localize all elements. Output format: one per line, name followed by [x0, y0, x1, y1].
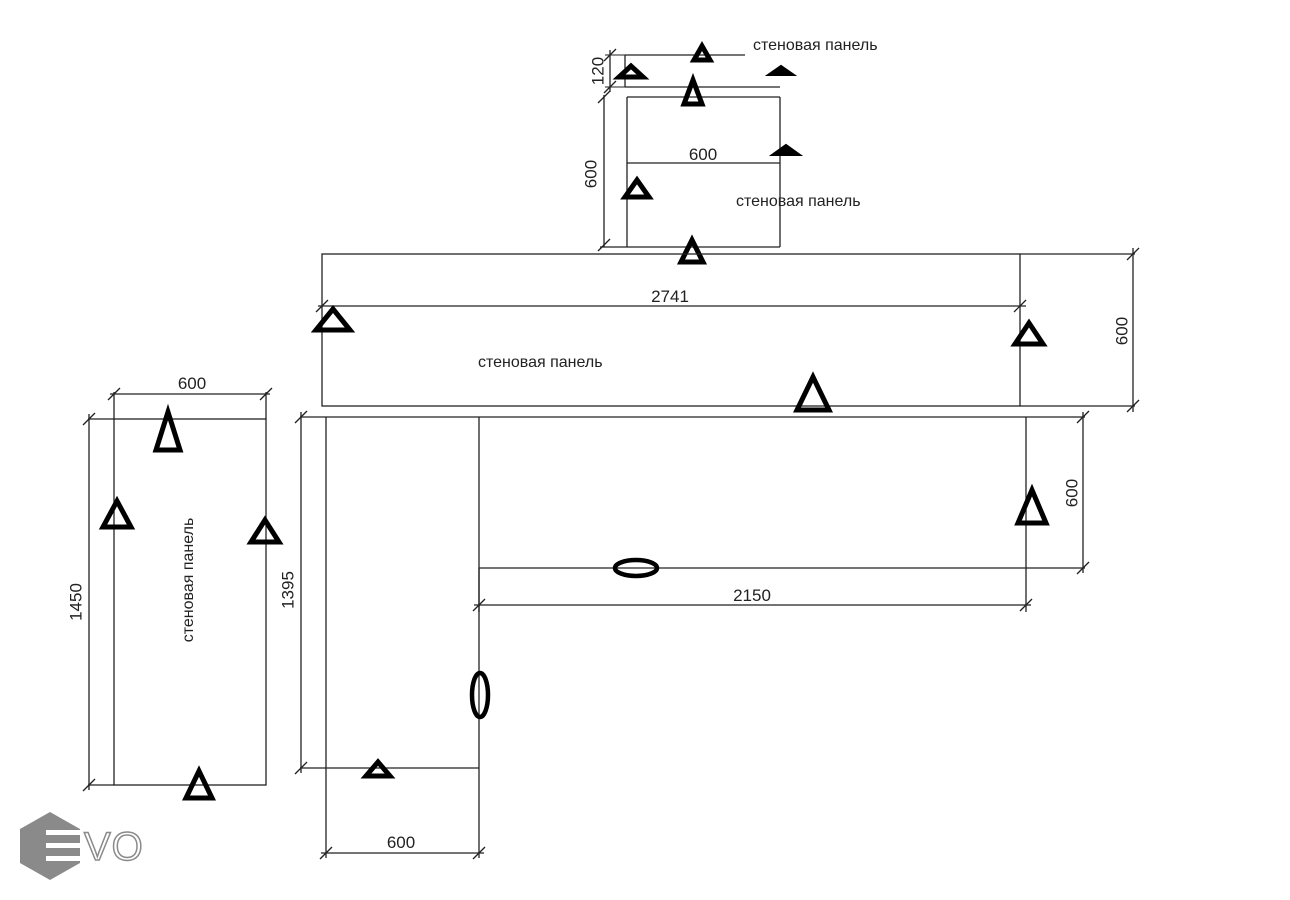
dim-tick [603, 48, 617, 62]
triangle-marker [182, 765, 216, 801]
triangle-marker [1010, 318, 1048, 347]
dim-tick [597, 90, 611, 104]
dim-1395: 1395 [278, 571, 297, 609]
dim-600-left-top: 600 [178, 374, 206, 393]
triangle-marker [98, 495, 136, 530]
logo-text: VO [84, 825, 144, 869]
dim-2150: 2150 [733, 586, 771, 605]
dim-tick [294, 410, 308, 424]
dim-tick [294, 761, 308, 775]
outlet-oval-marker [469, 670, 491, 720]
dim-tick [1076, 410, 1090, 424]
main-panel-outline [321, 253, 1021, 407]
main-wall-panel: 2741 600 стеновая панель [310, 247, 1140, 413]
dim-tick [597, 238, 611, 252]
triangle-marker [1014, 483, 1050, 526]
l-shaped-counter: 1395 600 2150 600 [278, 410, 1090, 860]
dim-2741: 2741 [651, 287, 689, 306]
logo-e-bar [46, 830, 82, 835]
dim-600-l-bottom: 600 [387, 833, 415, 852]
triangle-marker-solid [764, 64, 798, 76]
dim-tick [1019, 598, 1033, 612]
upper-wall-panel: 600 600 стеновая панель [581, 72, 861, 265]
triangle-marker [152, 403, 184, 453]
triangle-marker [612, 62, 650, 80]
triangle-marker [360, 758, 396, 779]
dim-tick [319, 846, 333, 860]
outlet-oval-marker [612, 557, 660, 579]
dim-tick [82, 412, 96, 426]
dim-600-main-right: 600 [1112, 317, 1131, 345]
dim-tick [603, 80, 617, 94]
triangle-marker-solid [768, 143, 804, 156]
logo-e-bar [46, 843, 82, 848]
wall-panel-label-left: стеновая панель [180, 518, 197, 643]
dim-tick [472, 598, 486, 612]
dim-tick [259, 387, 273, 401]
triangle-marker [620, 175, 654, 200]
dim-600-vertical-upper: 600 [581, 160, 600, 188]
dim-600-l-right: 600 [1062, 479, 1081, 507]
wall-panel-label-upper: стеновая панель [736, 193, 861, 210]
dim-tick [1076, 561, 1090, 575]
dim-tick [1126, 399, 1140, 413]
top-wall-panel: 120 стеновая панель [588, 37, 878, 94]
triangle-marker [689, 40, 715, 63]
dim-1450: 1450 [66, 583, 85, 621]
triangle-marker [246, 515, 284, 545]
left-wall-panel: 600 1450 стеновая панель [66, 374, 284, 801]
dim-120: 120 [588, 57, 607, 85]
dim-tick [1013, 299, 1027, 313]
triangle-marker [310, 305, 356, 333]
wall-panel-label-top: стеновая панель [753, 37, 878, 54]
dim-tick [472, 846, 486, 860]
wall-panel-label-main: стеновая панель [478, 354, 603, 371]
logo-e-bar [46, 856, 82, 861]
evo-logo: VO [20, 812, 144, 880]
dim-600-horizontal-upper: 600 [689, 145, 717, 164]
dim-tick [82, 778, 96, 792]
dim-tick [315, 299, 329, 313]
triangle-marker [793, 371, 833, 413]
triangle-marker [680, 72, 706, 107]
dim-tick [107, 387, 121, 401]
triangle-marker [676, 234, 708, 265]
dim-tick [1126, 247, 1140, 261]
